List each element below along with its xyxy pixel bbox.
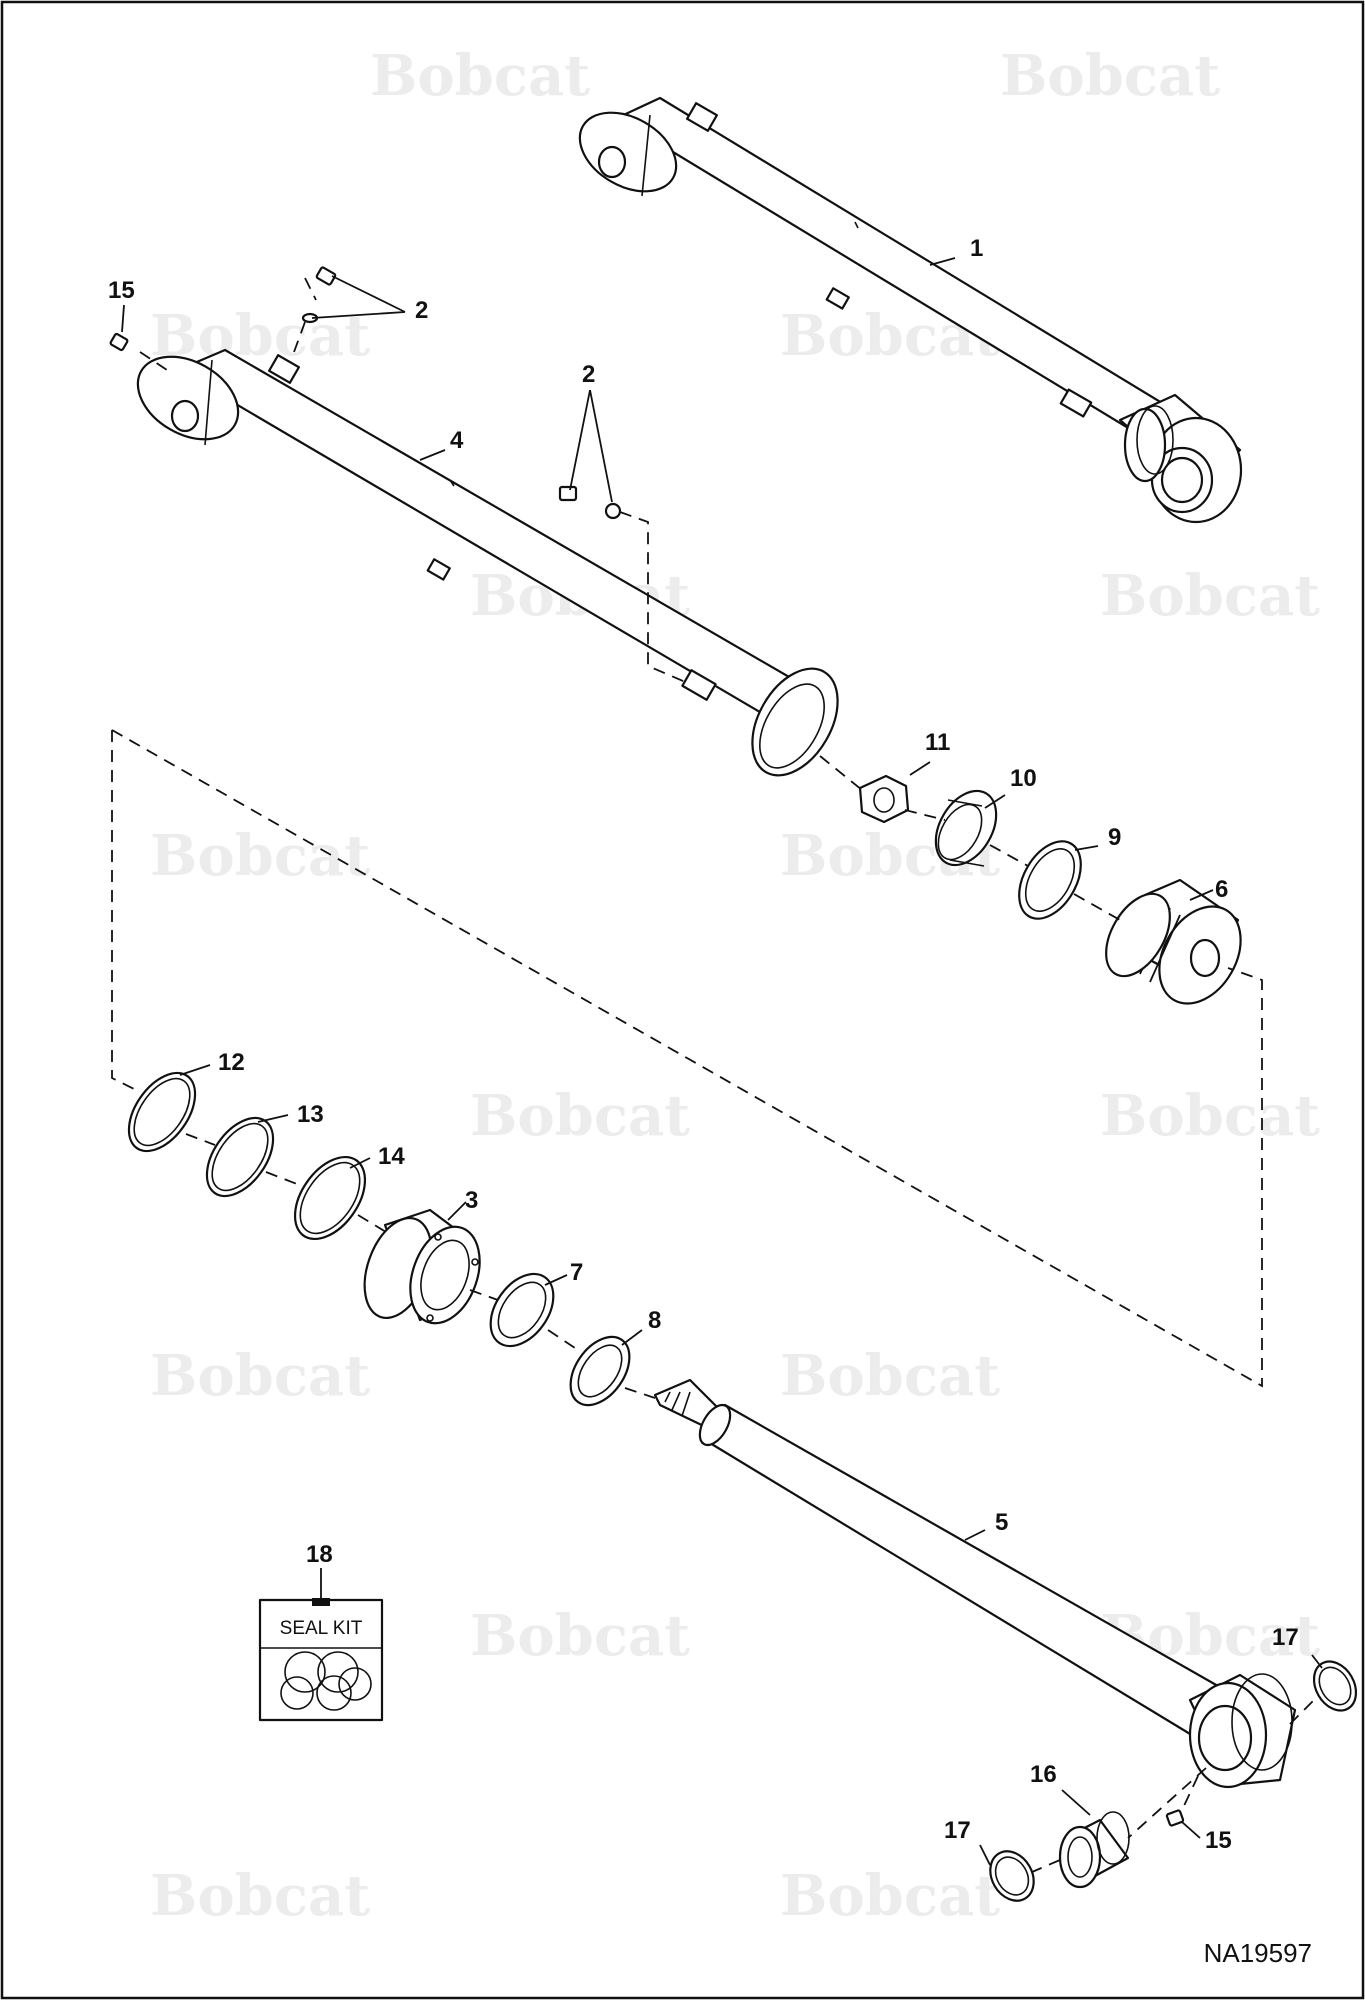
callout-10: 10 <box>1010 765 1037 792</box>
watermark-text: Bobcat <box>150 823 370 889</box>
watermark-text: Bobcat <box>1100 563 1320 629</box>
piston <box>1105 878 1242 1005</box>
o-ring-12 <box>127 1071 197 1153</box>
callout-11: 11 <box>925 729 950 756</box>
callout-15: 15 <box>108 277 135 304</box>
seal-kit: SEAL KIT <box>258 1598 384 1722</box>
callout-3: 3 <box>465 1187 478 1214</box>
seal-kit-label: SEAL KIT <box>280 1618 363 1639</box>
callout-8: 8 <box>648 1307 661 1334</box>
watermark-text: Bobcat <box>370 43 590 109</box>
callout-12: 12 <box>218 1049 245 1076</box>
callout-13: 13 <box>297 1101 324 1128</box>
watermark-text: Bobcat <box>1000 43 1220 109</box>
wear-ring <box>934 789 998 867</box>
piston-rod <box>653 1378 1297 1789</box>
piston-seal <box>1018 840 1082 920</box>
callout-9: 9 <box>1108 824 1121 851</box>
watermark-text: Bobcat <box>780 1343 1000 1409</box>
callout-7: 7 <box>570 1259 583 1286</box>
watermark-text: Bobcat <box>150 1863 370 1929</box>
callout-5: 5 <box>995 1509 1008 1536</box>
callout-17: 17 <box>1272 1624 1299 1651</box>
gland <box>363 1208 481 1325</box>
callout-15: 15 <box>1205 1827 1232 1854</box>
watermark-text: Bobcat <box>780 1863 1000 1929</box>
fittings <box>109 266 1185 1827</box>
leader-lines <box>121 257 1323 1866</box>
watermark-text: Bobcat <box>150 1343 370 1409</box>
cylinder-barrel <box>136 348 839 777</box>
callout-17: 17 <box>944 1817 971 1844</box>
callout-18: 18 <box>306 1541 333 1568</box>
callout-14: 14 <box>378 1143 405 1170</box>
callouts: 1 2 2 3 4 5 6 7 8 9 10 11 12 13 14 15 15… <box>108 235 1299 1854</box>
watermark-text: Bobcat <box>1100 1083 1320 1149</box>
rod-wiper <box>489 1272 555 1348</box>
watermark-text: Bobcat <box>470 1603 690 1669</box>
drawing-reference-code: NA19597 <box>1204 1938 1312 1968</box>
callout-4: 4 <box>450 427 464 454</box>
callout-1: 1 <box>970 235 983 262</box>
o-ring-14 <box>293 1155 367 1241</box>
rod-seal <box>569 1335 631 1407</box>
callout-6: 6 <box>1215 876 1228 903</box>
snap-ring-upper <box>1312 1660 1358 1712</box>
callout-2: 2 <box>415 297 428 324</box>
assembled-cylinder <box>578 96 1243 524</box>
bushing <box>1058 1811 1130 1889</box>
callout-2: 2 <box>582 361 595 388</box>
snap-ring-lower <box>989 1850 1035 1902</box>
watermark-text: Bobcat <box>470 1083 690 1149</box>
callout-16: 16 <box>1030 1761 1057 1788</box>
assembly-lines <box>111 277 1317 1873</box>
